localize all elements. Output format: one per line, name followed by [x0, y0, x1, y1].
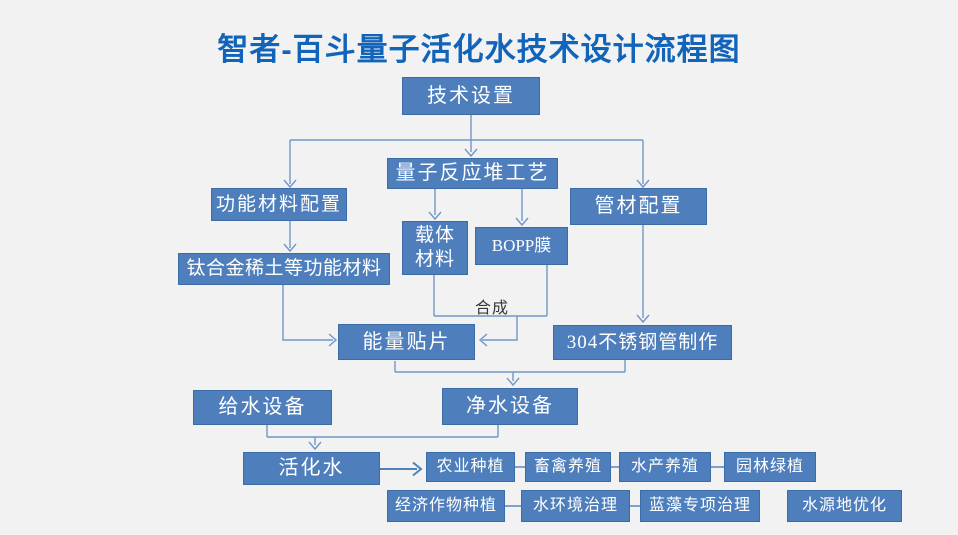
node-water-source-optimization: 水源地优化 [787, 490, 902, 522]
node-titanium-rare-earth-material: 钛合金稀土等功能材料 [178, 253, 390, 285]
node-activated-water: 活化水 [243, 452, 380, 485]
node-water-purification-equipment: 净水设备 [442, 388, 578, 425]
row-connectors [505, 466, 724, 507]
node-algae-special-treatment: 蓝藻专项治理 [640, 490, 760, 522]
node-aquaculture: 水产养殖 [619, 452, 711, 482]
node-quantum-reactor-process: 量子反应堆工艺 [387, 158, 558, 189]
node-cash-crop-planting: 经济作物种植 [387, 490, 505, 522]
node-agriculture-planting: 农业种植 [426, 452, 515, 482]
node-functional-material-config: 功能材料配置 [211, 188, 347, 221]
branch-lines [266, 115, 650, 451]
synthesis-label: 合成 [475, 300, 510, 317]
node-carrier-material: 载体 材料 [402, 221, 468, 275]
node-garden-greenery: 园林绿植 [724, 452, 816, 482]
node-bopp-film: BOPP膜 [475, 227, 568, 265]
diagram-title: 智者-百斗量子活化水技术设计流程图 [217, 32, 741, 67]
node-steel-pipe-production: 304不锈钢管制作 [553, 325, 732, 360]
carrier-material-line2: 材料 [414, 249, 455, 270]
node-tech-setup: 技术设置 [402, 77, 540, 115]
carrier-material-line1: 载体 [414, 225, 455, 247]
node-livestock-breeding: 畜禽养殖 [525, 452, 611, 482]
node-water-supply-equipment: 给水设备 [193, 390, 332, 425]
node-energy-patch: 能量贴片 [338, 324, 475, 360]
activated-water-arrow [380, 461, 423, 477]
node-pipe-config: 管材配置 [570, 188, 707, 225]
node-water-environment-treatment: 水环境治理 [521, 490, 630, 522]
